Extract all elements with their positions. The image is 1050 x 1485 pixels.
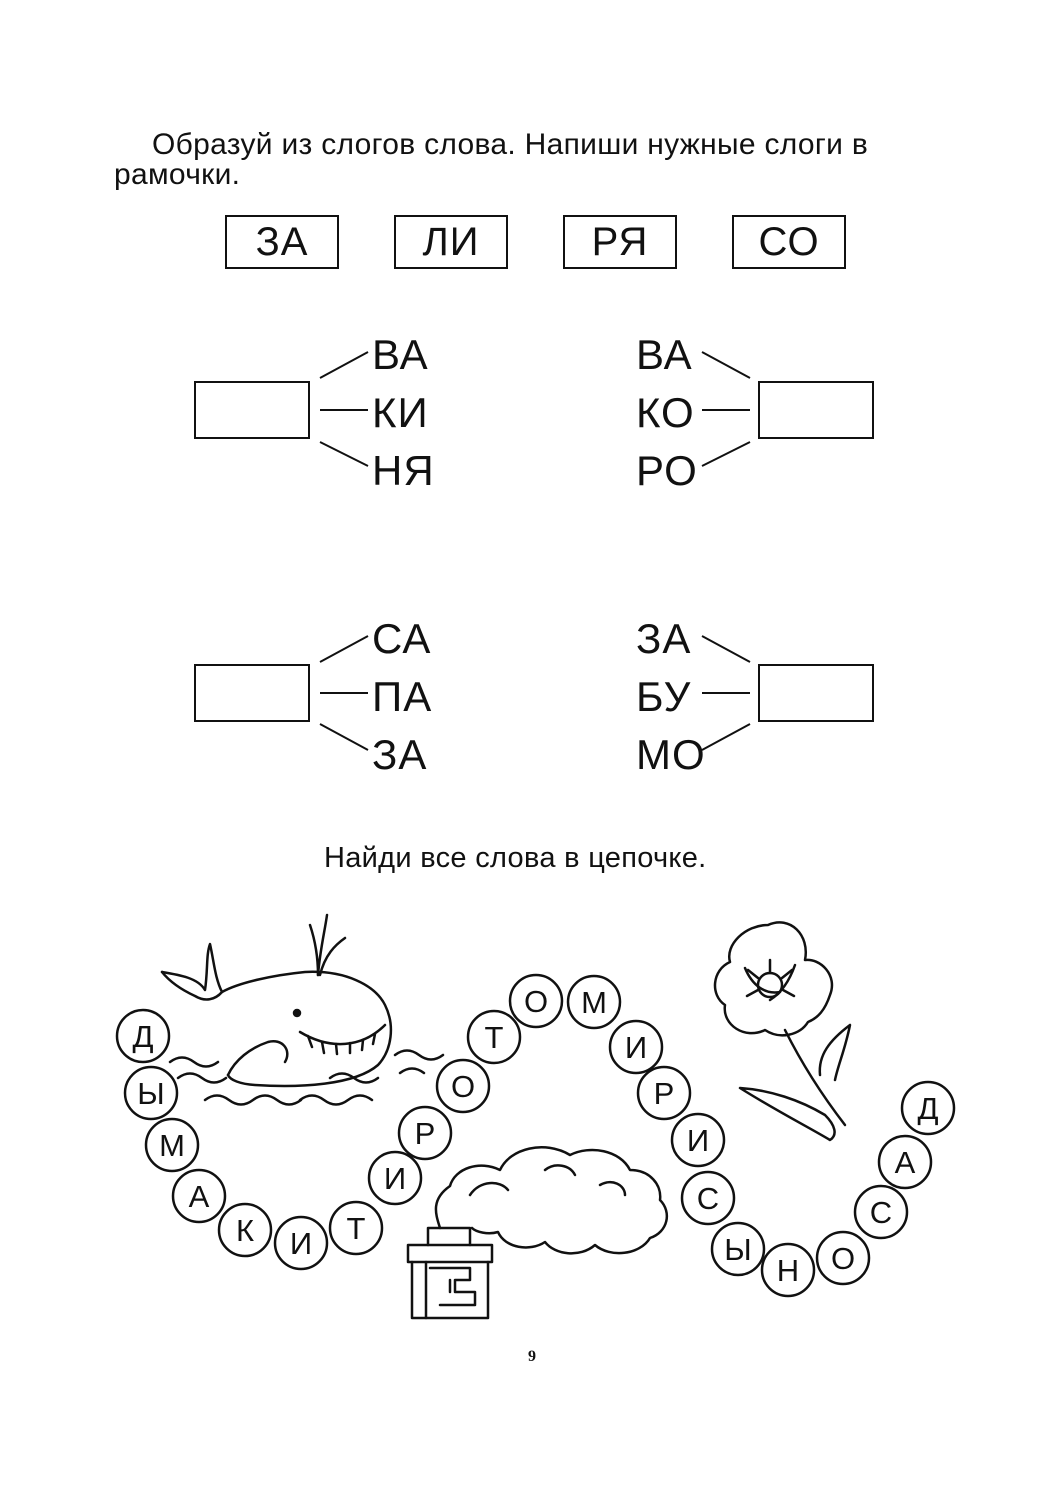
chain-letter: С [870, 1195, 892, 1230]
chain-circle [877, 1134, 933, 1190]
chain-circle [367, 1150, 423, 1206]
task2-instruction: Найди все слова в цепочке. [324, 842, 707, 874]
syllable: НЯ [372, 447, 435, 494]
syllable-box: ЛИ [394, 215, 508, 269]
chain-circle [217, 1202, 273, 1258]
chain-circle [815, 1230, 871, 1286]
chain-letter: Т [485, 1020, 504, 1055]
syllable-box: РЯ [563, 215, 677, 269]
syllable: ЗА [636, 615, 692, 662]
chain-letter: М [581, 985, 607, 1020]
chain-circle [171, 1168, 227, 1224]
chain-circle [900, 1080, 956, 1136]
chain-circle [680, 1170, 736, 1226]
chain-circle [328, 1200, 384, 1256]
chain-letter: И [384, 1161, 406, 1196]
chain-letter: И [687, 1123, 709, 1158]
chain-letter: О [451, 1069, 475, 1104]
chain-letter: Н [777, 1253, 799, 1288]
chain-circle [710, 1221, 766, 1277]
chain-letter: Д [133, 1019, 154, 1054]
chain-circle [466, 1009, 522, 1065]
chain-letter: Ы [724, 1232, 751, 1267]
chain-circle [853, 1184, 909, 1240]
answer-box[interactable] [194, 381, 310, 439]
chain-circle [123, 1065, 179, 1121]
chain-circle [636, 1065, 692, 1121]
syllable-box: ЗА [225, 215, 339, 269]
chain-letter: И [625, 1030, 647, 1065]
answer-box[interactable] [758, 664, 874, 722]
chain-letter: К [236, 1213, 254, 1248]
chain-circle [397, 1105, 453, 1161]
chain-letter: Т [347, 1211, 366, 1246]
chain-letter: Р [415, 1116, 436, 1151]
chain-circle [670, 1112, 726, 1168]
chain-letter: А [895, 1145, 916, 1180]
chain-letter: С [697, 1181, 719, 1216]
chain-letter: Р [654, 1076, 675, 1111]
chain-circle [144, 1117, 200, 1173]
syllable: МО [636, 731, 706, 778]
task1-instruction-line2: рамочки. [114, 158, 241, 191]
syllable: РО [636, 447, 698, 494]
chain-letter: Д [918, 1091, 939, 1126]
chain-letter: И [290, 1226, 312, 1261]
syllable: БУ [636, 673, 692, 720]
chain-letter: О [831, 1241, 855, 1276]
syllable: СА [372, 615, 432, 662]
chain-circle [760, 1242, 816, 1298]
chain-circle [115, 1008, 171, 1064]
answer-box[interactable] [194, 664, 310, 722]
syllable: КИ [372, 389, 429, 436]
syllable-box: СО [732, 215, 846, 269]
whale-icon [160, 913, 445, 1106]
chain-letter: Ы [137, 1076, 164, 1111]
chain-circle [608, 1019, 664, 1075]
chain-circle [273, 1215, 329, 1271]
chain-circle [435, 1058, 491, 1114]
chain-circle [566, 974, 622, 1030]
chain-letter: О [524, 984, 548, 1019]
syllable: ПА [372, 673, 433, 720]
chain-letter: М [159, 1128, 185, 1163]
syllable: КО [636, 389, 695, 436]
chimney-smoke-icon [406, 1146, 669, 1320]
task1-instruction-line1: Образуй из слогов слова. Напиши нужные с… [152, 128, 869, 161]
chain-letter: А [189, 1179, 210, 1214]
syllable: ВА [636, 331, 693, 378]
chain-circle [508, 973, 564, 1029]
syllable: ЗА [372, 731, 428, 778]
poppy-flower-icon [713, 921, 852, 1142]
syllable: ВА [372, 331, 429, 378]
answer-box[interactable] [758, 381, 874, 439]
page-number: 9 [528, 1348, 536, 1365]
